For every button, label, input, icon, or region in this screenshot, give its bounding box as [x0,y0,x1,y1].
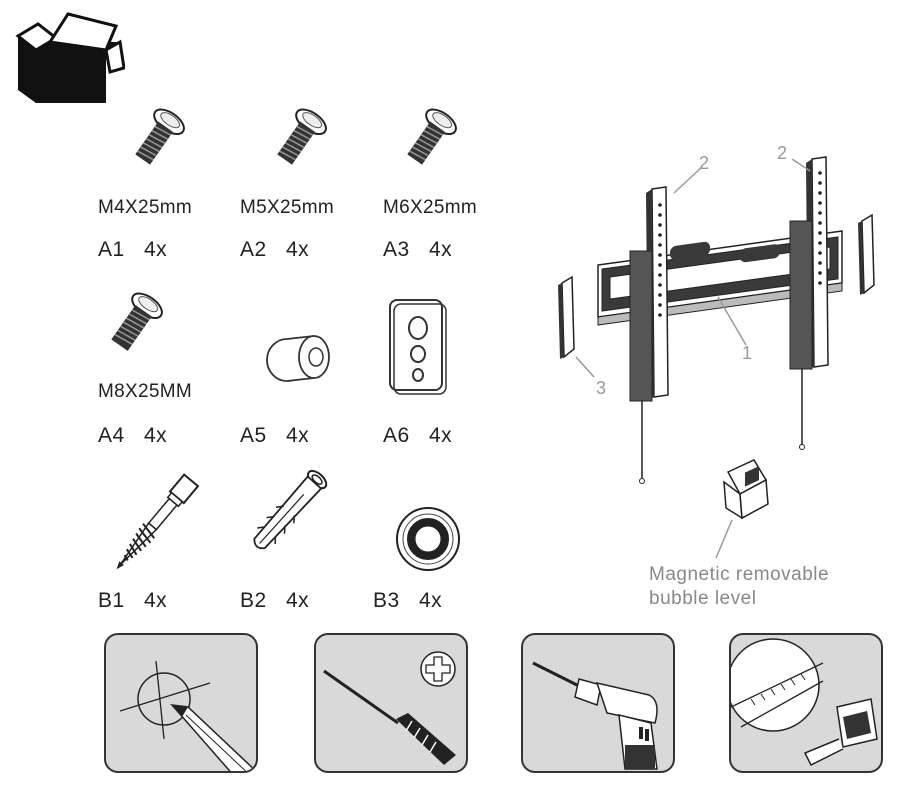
package-contents-icon [10,8,125,106]
part-a1-spec: M4X25mm [98,197,192,218]
tool-tape-measure-panel [729,633,883,773]
callout-3: 3 [596,378,607,398]
part-a2-code: A2 [240,238,267,261]
part-a2-spec: M5X25mm [240,197,334,218]
tool-drill-panel [521,633,675,773]
tv-mount-bracket-diagram [550,145,890,490]
part-a2-qty: 4x [286,238,310,261]
spacer-a5-icon [262,330,336,386]
part-a6-qty: 4x [429,424,453,447]
part-b3-code: B3 [373,589,400,612]
screw-a3-icon [394,104,464,174]
part-a3-qty: 4x [429,238,453,261]
bubble-level-icon [712,458,782,568]
part-b1-code: B1 [98,589,125,612]
part-b3-qty: 4x [419,589,443,612]
wall-anchor-b2-icon [232,458,342,568]
screw-a2-icon [264,104,334,174]
bubble-level-caption: Magnetic removable bubble level [649,563,829,611]
part-b2-code: B2 [240,589,267,612]
tool-pencil-panel [104,633,258,773]
drill-icon [532,661,658,770]
part-a3-spec: M6X25mm [383,197,477,218]
washer-b3-icon [393,504,463,574]
screw-a4-icon [100,288,170,358]
part-a4-qty: 4x [144,424,168,447]
callout-2-right: 2 [777,143,788,163]
lag-bolt-b1-icon [92,460,222,582]
screw-a1-icon [122,104,192,174]
part-a5-code: A5 [240,424,267,447]
tape-measure-icon [731,638,878,767]
callout-1: 1 [742,343,753,363]
bubble-level-caption-line1: Magnetic removable [649,564,830,585]
phillips-screwdriver-icon [323,651,456,765]
bubble-level-caption-line2: bubble level [649,588,757,609]
part-a1-code: A1 [98,238,125,261]
part-a5-qty: 4x [286,424,310,447]
part-a6-code: A6 [383,424,410,447]
pencil-icon [119,660,256,771]
part-b2-qty: 4x [286,589,310,612]
part-a3-code: A3 [383,238,410,261]
part-b1-qty: 4x [144,589,168,612]
part-a1-qty: 4x [144,238,168,261]
callout-2-left: 2 [699,153,710,173]
tool-screwdriver-panel [314,633,468,773]
part-a4-code: A4 [98,424,125,447]
plate-a6-icon [384,296,450,396]
part-a4-spec: M8X25MM [98,381,192,402]
